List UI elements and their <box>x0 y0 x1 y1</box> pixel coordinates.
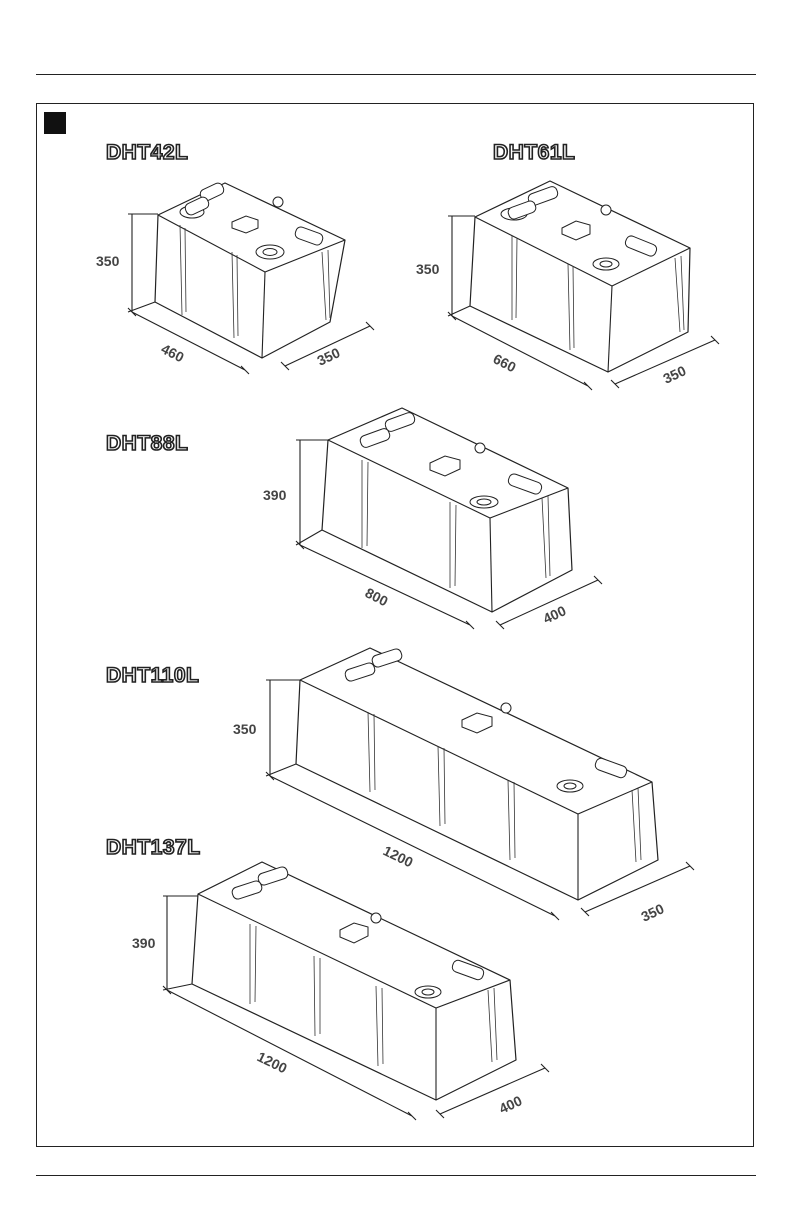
tank-dht88l <box>296 408 602 629</box>
dim-width-dht137l: 400 <box>497 1092 525 1116</box>
dim-height-dht61l: 350 <box>416 261 440 277</box>
dim-height-dht137l: 390 <box>132 935 156 951</box>
tank-dht110l <box>266 648 694 920</box>
dim-length-dht61l: 660 <box>491 350 519 375</box>
dim-length-dht42l: 460 <box>159 340 187 365</box>
tank-dht137l <box>163 862 549 1120</box>
dim-length-dht137l: 1200 <box>255 1048 290 1076</box>
dim-width-dht61l: 350 <box>661 362 689 386</box>
dim-height-dht88l: 390 <box>263 487 287 503</box>
dim-height-dht42l: 350 <box>96 253 120 269</box>
dim-width-dht110l: 350 <box>639 900 667 924</box>
dim-height-dht110l: 350 <box>233 721 257 737</box>
dim-width-dht88l: 400 <box>541 602 569 626</box>
dim-width-dht42l: 350 <box>315 344 343 368</box>
tank-dht61l <box>448 181 719 390</box>
dim-length-dht88l: 800 <box>363 584 391 609</box>
dim-length-dht110l: 1200 <box>381 842 416 870</box>
